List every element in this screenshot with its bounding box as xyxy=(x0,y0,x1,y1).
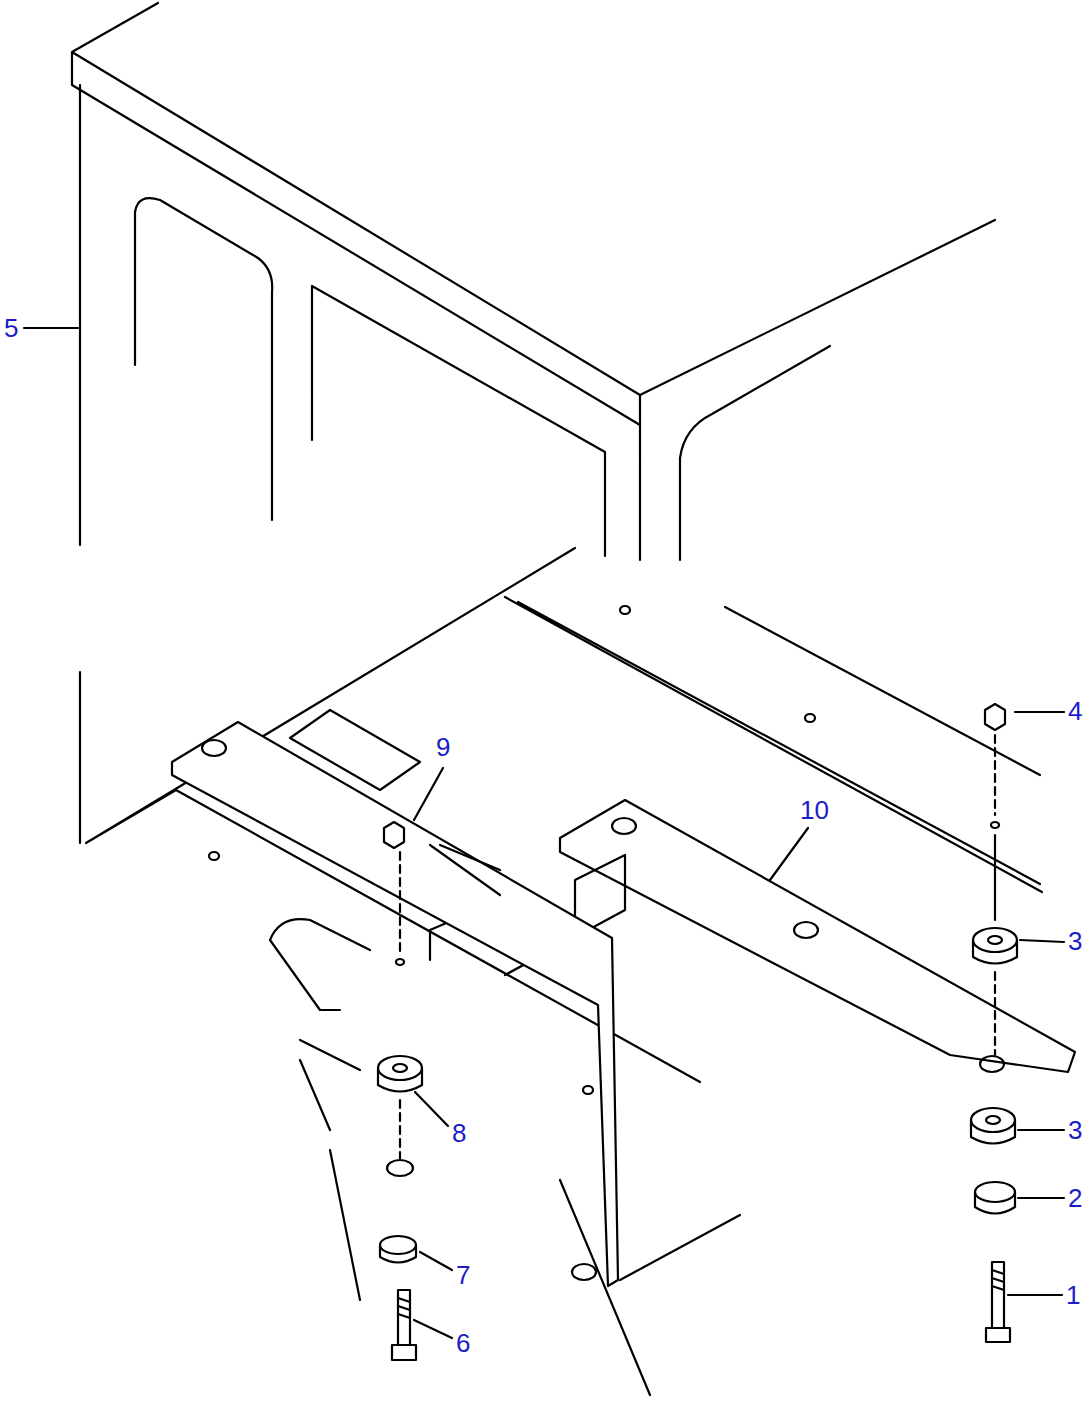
callout-number: 7 xyxy=(454,1261,472,1289)
callout-number: 10 xyxy=(798,796,831,824)
callout-number: 9 xyxy=(434,733,452,761)
callout-number: 3 xyxy=(1066,927,1084,955)
callout-number: 3 xyxy=(1066,1116,1084,1144)
callout-number: 4 xyxy=(1066,697,1084,725)
callout-number: 5 xyxy=(2,314,20,342)
callout-number: 6 xyxy=(454,1329,472,1357)
callout-number: 1 xyxy=(1064,1281,1082,1309)
callout-number: 8 xyxy=(450,1119,468,1147)
callout-number: 2 xyxy=(1066,1184,1084,1212)
